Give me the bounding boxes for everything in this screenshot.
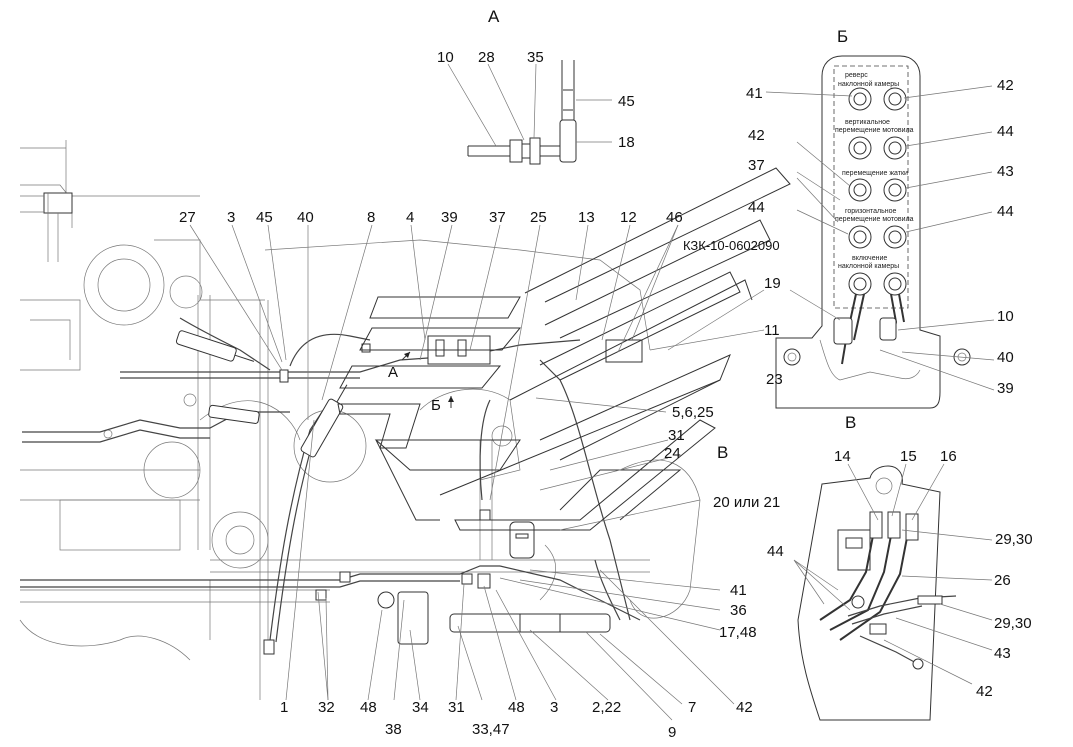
panel-label-vertical-2: перемещение мотовила: [835, 127, 914, 134]
callout-48-right: 48: [508, 699, 525, 716]
callout-v-15: 15: [900, 448, 917, 465]
callout-33-47: 33,47: [472, 721, 510, 738]
view-v-title: В: [845, 413, 856, 432]
callout-b-42-right: 42: [997, 77, 1014, 94]
callout-24: 24: [664, 445, 681, 462]
panel-label-horizontal-2: перемещение мотовила: [835, 216, 914, 223]
callout-19: 19: [764, 275, 781, 292]
callout-a-10: 10: [437, 49, 454, 66]
panel-label-engage: включение: [852, 255, 887, 262]
callout-41: 41: [730, 582, 747, 599]
main-assembly: [19, 140, 701, 700]
view-b: Б реверс наклонной камеры вертикальное п…: [746, 27, 1014, 409]
callout-25: 25: [530, 209, 547, 226]
callout-12: 12: [620, 209, 637, 226]
callout-8: 8: [367, 209, 375, 226]
panel-label-engage-2: наклонной камеры: [838, 262, 899, 270]
callout-39: 39: [441, 209, 458, 226]
view-a-title: А: [488, 7, 500, 26]
callout-v-42: 42: [976, 683, 993, 700]
callout-31-bottom: 31: [448, 699, 465, 716]
view-b-title: Б: [837, 27, 848, 46]
callout-b-39: 39: [997, 380, 1014, 397]
main-marker-v: В: [717, 443, 728, 462]
view-a: А 10 28 35 45 18: [437, 7, 635, 165]
callout-37: 37: [489, 209, 506, 226]
callout-20-or-21: 20 или 21: [713, 494, 780, 511]
callout-7: 7: [688, 699, 696, 716]
panel-couplers: [848, 87, 907, 296]
panel-label-horizontal: горизонтальное: [845, 208, 896, 215]
callout-42-main: 42: [736, 699, 753, 716]
callout-32: 32: [318, 699, 335, 716]
panel-label-reverse-2: наклонной камеры: [838, 80, 899, 88]
view-arrow-a-label: А: [388, 364, 398, 381]
callout-v-16: 16: [940, 448, 957, 465]
callout-v-44: 44: [767, 543, 784, 560]
callout-b-40: 40: [997, 349, 1014, 366]
callout-v-26: 26: [994, 572, 1011, 589]
main-callouts: 27 3 45 40 8 4 39 37 25 13 12 46 19 11 5…: [179, 209, 781, 741]
callout-a-45: 45: [618, 93, 635, 110]
panel-label-vertical: вертикальное: [845, 119, 890, 126]
callout-a-35: 35: [527, 49, 544, 66]
callout-3-bottom: 3: [550, 699, 558, 716]
callout-b-42-left: 42: [748, 127, 765, 144]
sheet-panels: [337, 167, 791, 531]
callout-36: 36: [730, 602, 747, 619]
callout-b-23: 23: [766, 371, 783, 388]
callout-v-29-30-upper: 29,30: [995, 531, 1033, 548]
callout-2-22: 2,22: [592, 699, 621, 716]
callout-34: 34: [412, 699, 429, 716]
callout-v-29-30-lower: 29,30: [994, 615, 1032, 632]
callout-31: 31: [668, 427, 685, 444]
callout-48-left: 48: [360, 699, 377, 716]
view-markers: А Б: [388, 351, 454, 414]
callout-27: 27: [179, 209, 196, 226]
callout-13: 13: [578, 209, 595, 226]
callout-1: 1: [280, 699, 288, 716]
document-code: КЗК-10-0602090: [683, 238, 780, 253]
callout-b-44-right: 44: [997, 123, 1014, 140]
callout-v-14: 14: [834, 448, 851, 465]
callout-4: 4: [406, 209, 414, 226]
callout-3: 3: [227, 209, 235, 226]
callout-38: 38: [385, 721, 402, 738]
callout-v-43: 43: [994, 645, 1011, 662]
main-leaders: [189, 224, 765, 721]
callout-b-37: 37: [748, 157, 765, 174]
callout-b-41: 41: [746, 85, 763, 102]
view-v: В В 14 15 16 29,30 44 26 29,30 43 42: [717, 413, 1033, 721]
callout-5-6-25: 5,6,25: [672, 404, 714, 421]
callout-46: 46: [666, 209, 683, 226]
callout-40: 40: [297, 209, 314, 226]
callout-b-44-right-2: 44: [997, 203, 1014, 220]
panel-label-header-move: перемещение жатки: [842, 170, 908, 177]
view-arrow-b-label: Б: [431, 397, 441, 414]
callout-b-43: 43: [997, 163, 1014, 180]
callout-9: 9: [668, 724, 676, 741]
callout-b-44-left: 44: [748, 199, 765, 216]
callout-11: 11: [764, 322, 780, 339]
callout-a-18: 18: [618, 134, 635, 151]
callout-a-28: 28: [478, 49, 495, 66]
callout-45: 45: [256, 209, 273, 226]
panel-label-reverse: реверс: [845, 72, 868, 79]
callout-17-48: 17,48: [719, 624, 757, 641]
callout-b-10: 10: [997, 308, 1014, 325]
